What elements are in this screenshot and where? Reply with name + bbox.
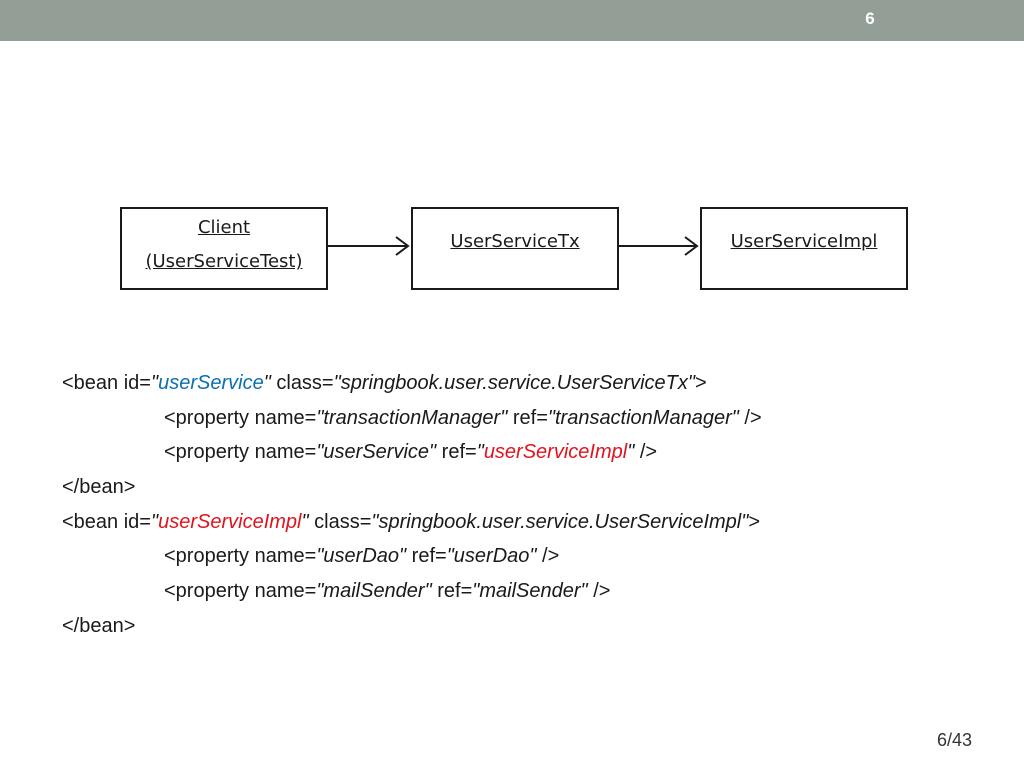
client-label: Client [197,217,251,238]
code-token: "springbook.user.service.UserServiceTx" [333,372,695,394]
code-token: " [301,510,309,533]
code-line: </bean> [62,609,1012,644]
code-token: /> [738,406,762,429]
code-token: " [627,441,635,464]
code-token: "userService" [316,441,437,464]
code-token: " [476,441,484,464]
code-line: </bean> [62,470,1012,505]
code-line: <property name="userDao" ref="userDao" /… [62,539,1012,574]
code-token: "springbook.user.service.UserServiceImpl… [371,510,749,533]
code-line: <bean id="userServiceImpl" class="spring… [62,505,1012,540]
code-token: ref= [436,441,477,464]
code-token: </bean> [62,614,136,637]
code-token: ref= [406,545,447,568]
code-token: " [150,372,159,394]
user-service-impl-label: UserServiceImpl [730,231,878,252]
code-token: " [263,372,271,394]
code-token: <property name= [164,441,317,464]
xml-config-code: <bean id="userService" class="springbook… [62,366,1012,644]
arrow-client-to-tx [327,236,410,256]
code-token: <property name= [164,580,317,603]
code-token: <bean id= [62,510,151,533]
user-service-tx-label: UserServiceTx [450,231,580,252]
code-token-highlight: userServiceImpl [158,510,302,533]
code-token: " [150,510,159,533]
code-token: "transactionManager" [547,406,739,429]
code-token: > [748,510,761,533]
code-token: <bean id= [62,372,151,394]
code-token: /> [587,580,611,603]
code-token-highlight: userServiceImpl [483,441,628,464]
code-token: </bean> [62,476,136,499]
code-line: <property name="transactionManager" ref=… [62,401,1012,436]
code-line: <property name="mailSender" ref="mailSen… [62,574,1012,609]
slide-number: 6 [865,9,875,28]
header-bar [0,0,1024,41]
code-token: class= [308,510,372,533]
arrow-tx-to-impl [618,236,699,256]
code-token: /> [536,545,560,568]
code-token: "mailSender" [472,580,588,603]
code-token: "transactionManager" [316,406,508,429]
code-token: <property name= [164,406,317,429]
user-service-impl-box [700,207,908,290]
code-token: class= [270,372,334,394]
client-sublabel: (UserServiceTest) [145,251,303,272]
code-line: <bean id="userService" class="springbook… [62,366,1012,401]
code-token: > [694,372,707,394]
code-token: "userDao" [446,545,537,568]
code-token: "mailSender" [316,580,432,603]
code-token: ref= [431,580,473,603]
code-line: <property name="userService" ref="userSe… [62,435,1012,470]
user-service-tx-box [411,207,619,290]
code-token-highlight: userService [158,372,264,394]
page-counter: 6/43 [936,730,972,750]
code-token: <property name= [164,545,317,568]
code-token: ref= [507,406,548,429]
client-box [120,207,328,290]
code-token: /> [634,441,658,464]
code-token: "userDao" [316,545,407,568]
